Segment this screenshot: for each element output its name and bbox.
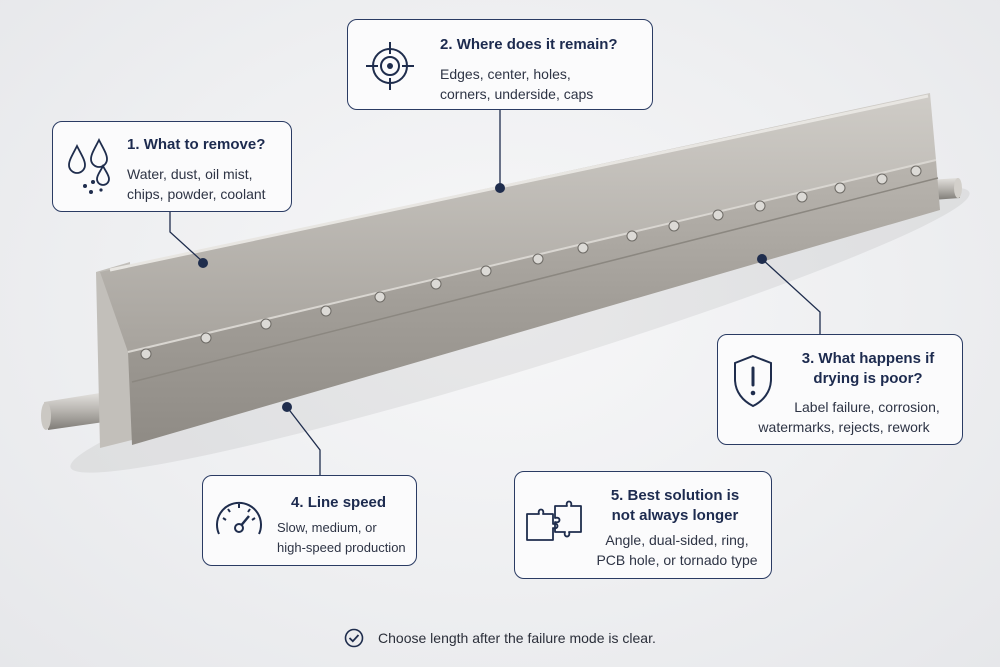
warning-shield-icon xyxy=(734,354,772,408)
callout-title-line: drying is poor? xyxy=(813,370,923,387)
footer-text: Choose length after the failure mode is … xyxy=(378,630,656,646)
callout-title-line: 3. What happens if xyxy=(780,349,956,369)
callout-text-line: Water, dust, oil mist, xyxy=(127,166,253,182)
callout-text-line: Slow, medium, or xyxy=(277,520,377,535)
marker-dot xyxy=(198,258,208,268)
callout-text-line: Label failure, corrosion, xyxy=(794,399,940,415)
callout-card-line-speed: 4. Line speed Slow, medium, or high-spee… xyxy=(202,475,417,566)
callout-number: 2. xyxy=(440,36,453,53)
target-crosshair-icon xyxy=(366,42,414,90)
callout-title: What to remove? xyxy=(143,136,266,153)
callout-text-line: high-speed production xyxy=(277,540,406,555)
callout-text-line: chips, powder, coolant xyxy=(127,186,266,202)
marker-dot xyxy=(282,402,292,412)
callout-number: 1. xyxy=(127,136,140,153)
marker-dot xyxy=(757,254,767,264)
callout-text-line: Angle, dual-sided, ring, xyxy=(605,532,749,548)
check-circle-icon xyxy=(344,628,364,648)
callout-card-where-does-it-remain: 2. Where does it remain? Edges, center, … xyxy=(347,19,653,110)
callout-text-line: corners, underside, caps xyxy=(440,86,594,102)
marker-dot xyxy=(495,183,505,193)
callout-number: 3. xyxy=(801,350,815,367)
callout-title-line: not always longer xyxy=(611,507,739,524)
callout-card-best-solution: 5. Best solution is not always longer An… xyxy=(514,471,772,579)
callout-title-line: 5. Best solution is xyxy=(585,486,765,506)
callout-text-line: Edges, center, holes, xyxy=(440,66,571,82)
callout-text-line: PCB hole, or tornado type xyxy=(596,552,758,568)
callout-number: 5. xyxy=(610,487,624,504)
callout-title: Best solution is xyxy=(627,487,740,504)
footer-note: Choose length after the failure mode is … xyxy=(0,628,1000,648)
speedometer-icon xyxy=(216,501,262,535)
callout-card-what-happens-if-drying-is-poor: 3. What happens if drying is poor? Label… xyxy=(717,334,963,445)
callout-number: 4. xyxy=(291,494,304,511)
callout-text-line: watermarks, rejects, rework xyxy=(758,419,930,435)
puzzle-pieces-icon xyxy=(526,500,582,541)
callout-card-what-to-remove: 1. What to remove? Water, dust, oil mist… xyxy=(52,121,292,212)
callout-title: Where does it remain? xyxy=(456,36,618,53)
water-drops-icon xyxy=(68,138,110,194)
callout-title: What happens if xyxy=(818,350,935,367)
callout-title: Line speed xyxy=(307,494,387,511)
